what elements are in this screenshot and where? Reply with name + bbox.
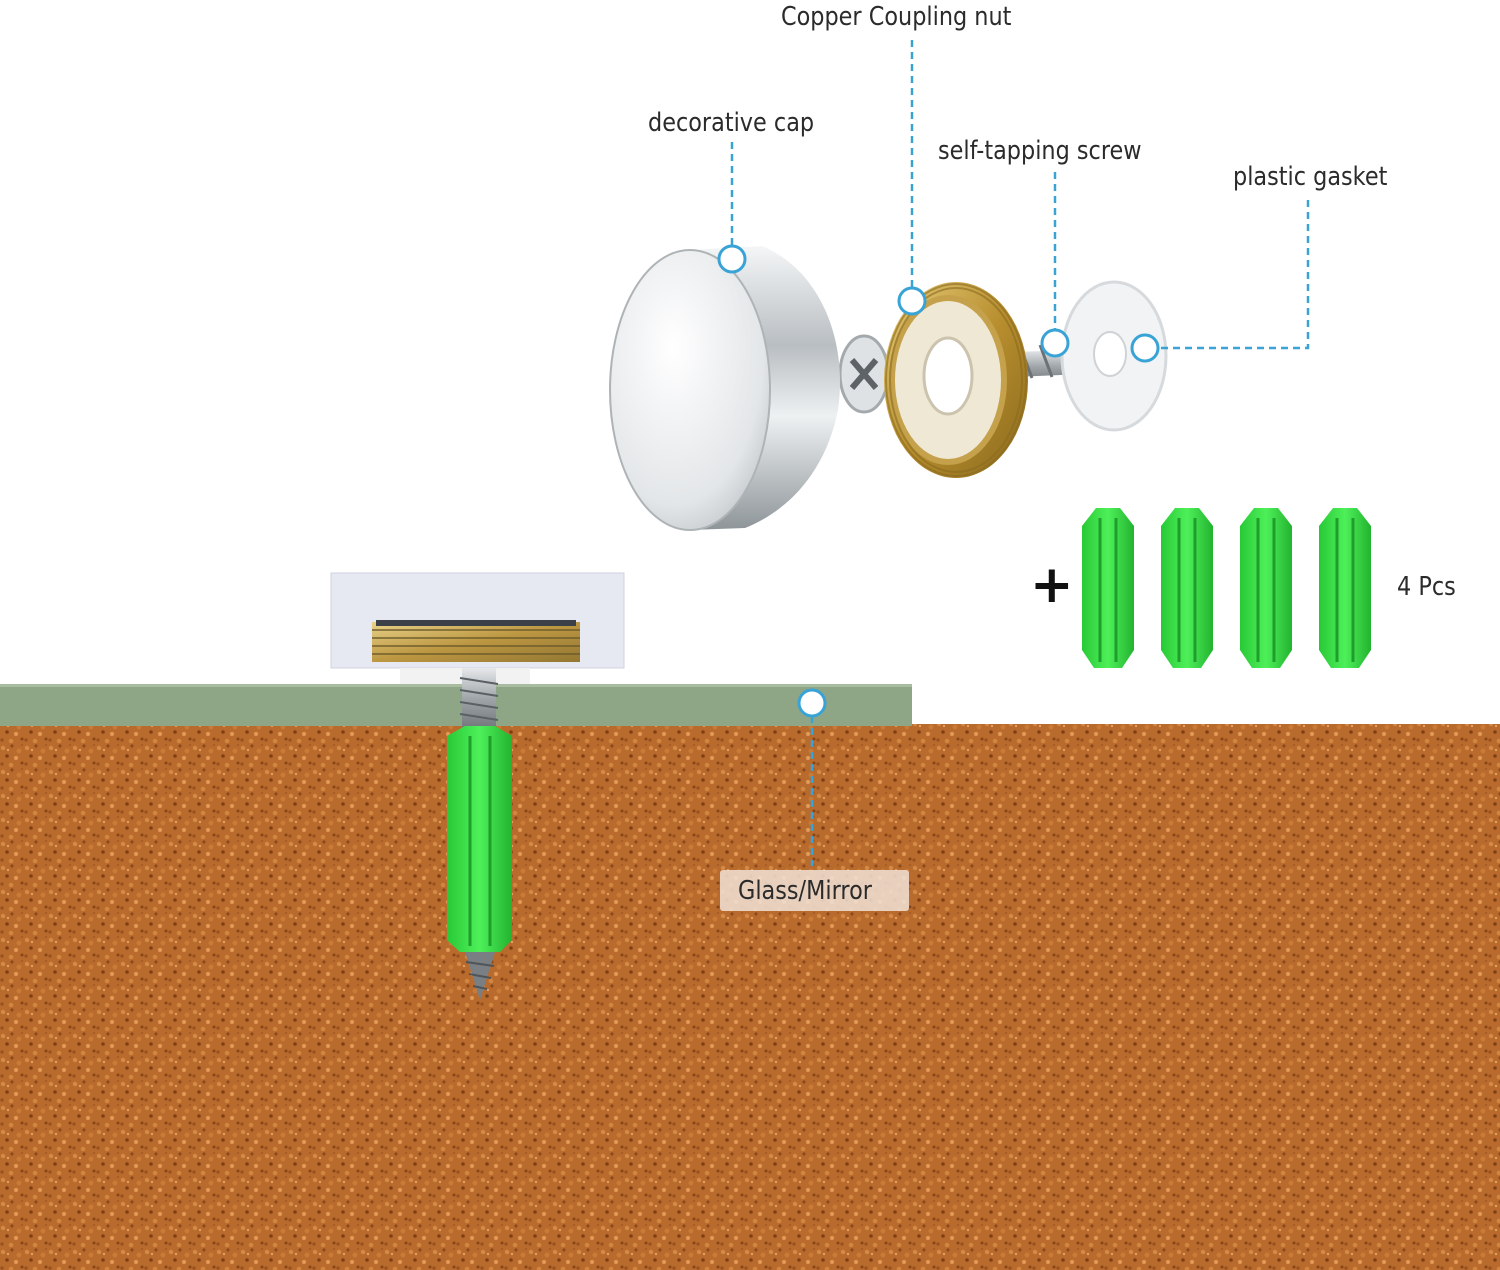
- label-copper-coupling-nut: Copper Coupling nut: [781, 2, 1012, 32]
- copper-coupling-nut: [884, 282, 1028, 478]
- glass-panel: [0, 684, 912, 726]
- label-quantity: 4 Pcs: [1397, 572, 1456, 602]
- wall-surface: [0, 724, 1500, 1270]
- installed-screw: [459, 668, 499, 730]
- label-self-tapping-screw: self-tapping screw: [938, 136, 1142, 166]
- leader-markers: [717, 244, 1160, 718]
- label-glass-mirror: Glass/Mirror: [738, 876, 872, 906]
- label-plastic-gasket: plastic gasket: [1233, 162, 1388, 192]
- installed-anchor: [447, 726, 512, 1000]
- glass-label-badge: [720, 870, 909, 911]
- plus-sign: +: [1030, 555, 1074, 615]
- installed-cap-cutaway: [330, 572, 625, 684]
- leader-lines: [730, 40, 1310, 866]
- plastic-gasket: [1060, 280, 1168, 432]
- label-decorative-cap: decorative cap: [648, 108, 815, 138]
- wall-anchor-set: [1082, 508, 1371, 668]
- decorative-cap: [609, 246, 840, 531]
